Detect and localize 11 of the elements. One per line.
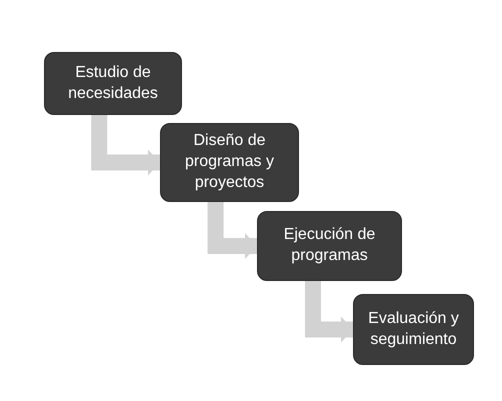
arrow [305,281,353,342]
process-box [44,52,182,115]
arrow [208,202,257,259]
step-label: Diseño de programas y proyectos [184,131,275,193]
step-label: Estudio de necesidades [67,62,159,104]
arrow [91,115,160,176]
step-label: Evaluación y seguimiento [367,308,460,350]
process-box [353,294,474,365]
process-box [257,211,402,281]
process-box [160,123,299,202]
step-label: Ejecución de programas [282,225,376,266]
